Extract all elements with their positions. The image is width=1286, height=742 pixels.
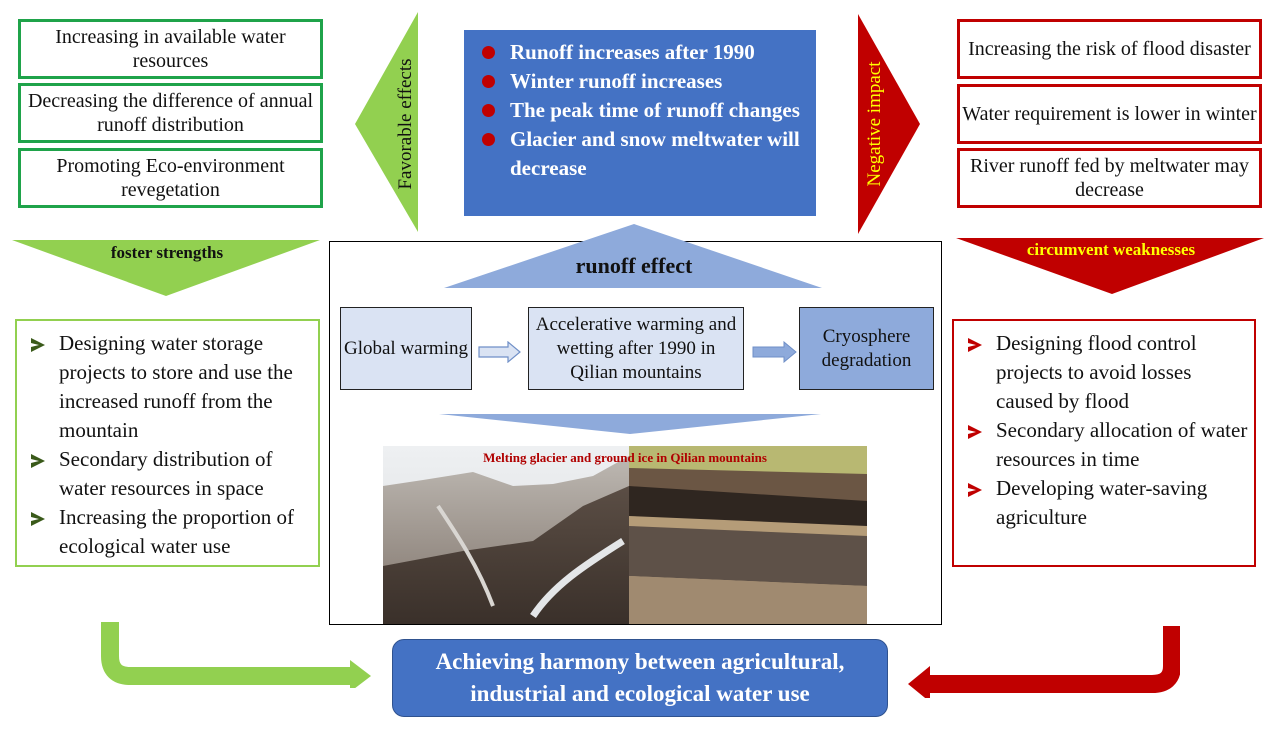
bullet-dot-icon: [482, 104, 495, 117]
runoff-changes-box: Runoff increases after 1990 Winter runof…: [464, 30, 816, 216]
negative-impact-box: Increasing the risk of flood disaster: [957, 19, 1262, 79]
flow-box-global-warming: Global warming: [340, 307, 472, 390]
circumvent-strategy-item: Developing water-saving agriculture: [958, 474, 1248, 532]
foster-strengths-shape: [12, 240, 320, 296]
runoff-change-item: The peak time of runoff changes: [470, 96, 810, 125]
negative-arrow-shape: [858, 14, 920, 234]
favorable-effect-text: Decreasing the difference of annual runo…: [27, 90, 314, 136]
arrow-bullet-icon: [968, 338, 982, 352]
circumvent-strategies-box: Designing flood control projects to avoi…: [952, 319, 1256, 567]
hollow-right-arrow-icon: [478, 341, 521, 363]
arrow-bullet-icon: [31, 454, 45, 468]
runoff-effect-shape: [444, 224, 822, 288]
glacier-photo: [383, 446, 629, 624]
favorable-effect-text: Promoting Eco-environment revegetation: [56, 155, 285, 201]
foster-strategy-item: Increasing the proportion of ecological …: [21, 503, 312, 561]
runoff-change-item: Runoff increases after 1990: [470, 38, 810, 67]
favorable-effects-arrow: [355, 12, 418, 232]
foster-strategy-item: Secondary distribution of water resource…: [21, 445, 312, 503]
runoff-change-item: Glacier and snow meltwater will decrease: [470, 125, 810, 183]
runoff-effect-arrow: [444, 224, 822, 288]
arrow-bullet-icon: [31, 338, 45, 352]
circumvent-weaknesses-arrow: [956, 238, 1264, 294]
negative-impact-text: Increasing the risk of flood disaster: [968, 38, 1251, 60]
circumvent-strategy-item: Secondary allocation of water resources …: [958, 416, 1248, 474]
arrow-bullet-icon: [968, 425, 982, 439]
bullet-dot-icon: [482, 133, 495, 146]
favorable-effect-box: Increasing in available water resources: [18, 19, 323, 79]
circumvent-weaknesses-shape: [956, 238, 1264, 294]
negative-impact-arrow: [858, 14, 920, 234]
foster-strategies-box: Designing water storage projects to stor…: [15, 319, 320, 567]
flow-box-cryosphere-degradation: Cryosphere degradation: [799, 307, 934, 390]
circumvent-strategy-item: Designing flood control projects to avoi…: [958, 329, 1248, 416]
green-bent-arrow: [101, 622, 371, 688]
arrow-bullet-icon: [968, 483, 982, 497]
negative-impact-label: Negative impact: [864, 61, 885, 187]
ground-ice-photo: [629, 446, 867, 624]
goal-text: Achieving harmony between agricultural, …: [435, 649, 845, 706]
negative-impact-box: River runoff fed by meltwater may decrea…: [957, 148, 1262, 208]
photo-panel: Melting glacier and ground ice in Qilian…: [383, 446, 867, 624]
foster-strategy-item: Designing water storage projects to stor…: [21, 329, 312, 445]
negative-impact-box: Water requirement is lower in winter: [957, 84, 1262, 144]
arrow-bullet-icon: [31, 512, 45, 526]
bullet-dot-icon: [482, 46, 495, 59]
down-chevron-shape: [439, 414, 821, 434]
favorable-arrow-shape: [355, 12, 418, 232]
favorable-effect-box: Decreasing the difference of annual runo…: [18, 83, 323, 143]
foster-strengths-arrow: [12, 240, 320, 296]
negative-impact-text: River runoff fed by meltwater may decrea…: [970, 155, 1249, 201]
runoff-change-item: Winter runoff increases: [470, 67, 810, 96]
down-chevron-arrow: [439, 414, 821, 434]
runoff-effect-label: runoff effect: [575, 253, 693, 278]
foster-strengths-label: foster strengths: [110, 243, 224, 262]
circumvent-weaknesses-label: circumvent weaknesses: [1026, 240, 1196, 259]
photo-caption: Melting glacier and ground ice in Qilian…: [483, 450, 767, 465]
favorable-effects-label: Favorable effects: [395, 58, 416, 190]
bullet-dot-icon: [482, 75, 495, 88]
favorable-effect-box: Promoting Eco-environment revegetation: [18, 148, 323, 208]
negative-impact-text: Water requirement is lower in winter: [962, 103, 1257, 125]
favorable-effect-text: Increasing in available water resources: [55, 26, 286, 72]
red-bent-arrow: [908, 626, 1180, 698]
flow-box-accelerative-warming: Accelerative warming and wetting after 1…: [528, 307, 744, 390]
goal-box: Achieving harmony between agricultural, …: [392, 639, 888, 717]
solid-right-arrow-icon: [752, 341, 797, 363]
